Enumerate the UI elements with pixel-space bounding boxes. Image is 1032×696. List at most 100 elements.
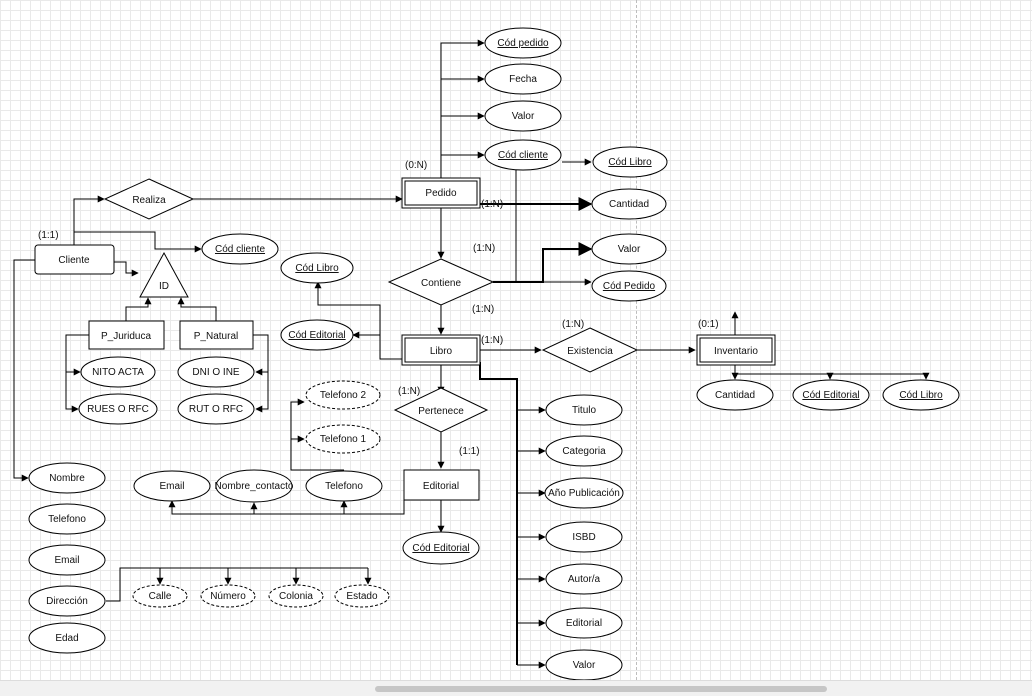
attr-pedido-cod-libro[interactable]: Cód Libro <box>592 146 668 178</box>
attr-rut-rfc[interactable]: RUT O RFC <box>177 393 255 425</box>
attr-cliente-email[interactable]: Email <box>28 544 106 576</box>
attr-cliente-nombre[interactable]: Nombre <box>28 462 106 494</box>
attr-editorial-cod-editorial[interactable]: Cód Editorial <box>402 531 480 565</box>
attr-colonia-label: Colonia <box>279 591 313 602</box>
attr-cliente-nombre-label: Nombre <box>49 473 85 484</box>
attr-libro-editorial-label: Editorial <box>566 618 602 629</box>
cardinalities: (1:1) (0:N) (1:N) (1:N) (1:N) (1:N) (1:N… <box>38 160 719 457</box>
attr-editorial-telefono[interactable]: Telefono <box>305 470 383 502</box>
edge-direccion-components <box>106 567 368 602</box>
entity-p-juridica[interactable]: P_Juriduca <box>88 320 165 350</box>
attr-libro-editorial[interactable]: Editorial <box>545 607 623 639</box>
attributes: Cód pedido Fecha Valor Cód cliente Cód L… <box>28 27 960 680</box>
relationship-contiene[interactable]: Contiene <box>387 258 495 306</box>
attr-libro-titulo[interactable]: Titulo <box>545 394 623 426</box>
card-pertenece-left: (1:N) <box>398 386 420 397</box>
attr-cliente-cod-cliente[interactable]: Cód cliente <box>201 233 279 265</box>
relationship-realiza-label: Realiza <box>132 195 166 206</box>
edge-editorial-contacts <box>168 500 405 515</box>
attr-estado-label: Estado <box>346 591 378 602</box>
scrollbar-thumb[interactable] <box>375 686 827 692</box>
attr-telefono-1[interactable]: Telefono 1 <box>305 424 381 454</box>
attr-libro-isbd-label: ISBD <box>572 532 595 543</box>
edge-cliente-nombre <box>13 259 35 482</box>
attr-telefono-2[interactable]: Telefono 2 <box>305 380 381 410</box>
attr-libro-autor[interactable]: Autor/a <box>545 563 623 595</box>
attr-pedido-cantidad[interactable]: Cantidad <box>591 188 667 220</box>
attr-cliente-cod-cliente-label: Cód cliente <box>215 244 265 255</box>
attr-cliente-telefono[interactable]: Telefono <box>28 503 106 535</box>
card-contiene-top: (1:N) <box>473 243 495 254</box>
attr-pedido-fecha[interactable]: Fecha <box>484 63 562 95</box>
attr-pedido-valor-label: Valor <box>512 111 535 122</box>
entity-cliente[interactable]: Cliente <box>34 244 115 275</box>
attr-numero[interactable]: Número <box>200 584 256 608</box>
attr-dni-ine[interactable]: DNI O INE <box>177 356 255 388</box>
card-pedido-side: (1:N) <box>481 199 503 210</box>
relationship-pertenece[interactable]: Pertenece <box>393 387 489 433</box>
entity-p-natural-label: P_Natural <box>194 331 238 342</box>
attr-rues-rfc[interactable]: RUES O RFC <box>78 393 158 425</box>
edge-libro-cod-libro <box>314 281 402 360</box>
entity-editorial-label: Editorial <box>423 481 459 492</box>
attr-contiene-valor[interactable]: Valor <box>591 233 667 265</box>
attr-pedido-cod-libro-label: Cód Libro <box>608 157 652 168</box>
attr-inv-cod-editorial[interactable]: Cód Editorial <box>792 379 870 411</box>
attr-cliente-email-label: Email <box>54 555 79 566</box>
attr-editorial-telefono-label: Telefono <box>325 481 363 492</box>
attr-cliente-direccion[interactable]: Dirección <box>28 585 106 617</box>
attr-telefono-1-label: Telefono 1 <box>320 434 367 445</box>
attr-dni-ine-label: DNI O INE <box>192 367 240 378</box>
er-diagram[interactable]: Cliente Pedido Libro Editorial Inventari… <box>0 0 1032 680</box>
attr-inv-cod-libro-label: Cód Libro <box>899 390 943 401</box>
entity-inventario[interactable]: Inventario <box>696 334 776 366</box>
attr-cliente-edad[interactable]: Edad <box>28 622 106 654</box>
attr-estado[interactable]: Estado <box>334 584 390 608</box>
attr-pedido-cod-pedido[interactable]: Cód pedido <box>484 27 562 59</box>
attr-pedido-cantidad-label: Cantidad <box>609 199 649 210</box>
attr-libro-categoria[interactable]: Categoria <box>545 435 623 467</box>
horizontal-scrollbar[interactable] <box>0 680 1032 696</box>
attr-contiene-cod-pedido[interactable]: Cód Pedido <box>591 270 667 302</box>
attr-calle-label: Calle <box>149 591 172 602</box>
entity-editorial[interactable]: Editorial <box>403 469 480 501</box>
specialization-id[interactable]: ID <box>139 251 189 298</box>
entity-libro[interactable]: Libro <box>401 334 481 366</box>
attr-pedido-cod-cliente-label: Cód cliente <box>498 150 548 161</box>
entity-libro-label: Libro <box>430 346 453 357</box>
attr-libro-valor[interactable]: Valor <box>545 649 623 680</box>
attr-libro-cod-editorial[interactable]: Cód Editorial <box>280 319 354 351</box>
attr-colonia[interactable]: Colonia <box>268 584 324 608</box>
relationship-existencia[interactable]: Existencia <box>541 327 639 373</box>
attr-inv-cantidad[interactable]: Cantidad <box>696 379 774 411</box>
attr-rut-rfc-label: RUT O RFC <box>189 404 243 415</box>
card-pedido-top: (0:N) <box>405 160 427 171</box>
relationship-pertenece-label: Pertenece <box>418 406 464 417</box>
attr-cliente-edad-label: Edad <box>55 633 78 644</box>
entity-pedido-label: Pedido <box>425 188 457 199</box>
entity-p-natural[interactable]: P_Natural <box>179 320 254 350</box>
edge-cliente-cod-cliente <box>74 231 202 253</box>
attr-libro-autor-label: Autor/a <box>568 574 601 585</box>
edge-telefono-phones <box>290 398 344 471</box>
card-existencia: (1:N) <box>562 319 584 330</box>
edge-cliente-id <box>114 261 139 277</box>
attr-nito-acta[interactable]: NITO ACTA <box>80 356 156 388</box>
edge-contiene-valor <box>493 242 593 283</box>
entity-pedido[interactable]: Pedido <box>401 177 481 209</box>
attr-pedido-fecha-label: Fecha <box>509 74 537 85</box>
attr-editorial-email-label: Email <box>159 481 184 492</box>
attr-libro-cod-libro[interactable]: Cód Libro <box>280 252 354 284</box>
attr-editorial-nombre-contacto[interactable]: Nombre_contacto <box>215 469 294 503</box>
attr-libro-cod-libro-label: Cód Libro <box>295 263 339 274</box>
attr-pedido-cod-cliente[interactable]: Cód cliente <box>484 139 562 171</box>
attr-pedido-valor[interactable]: Valor <box>484 100 562 132</box>
attr-editorial-email[interactable]: Email <box>133 470 211 502</box>
edge-pedido-cod-pedido <box>440 39 485 178</box>
relationship-realiza[interactable]: Realiza <box>103 178 195 220</box>
attr-inv-cod-libro[interactable]: Cód Libro <box>882 379 960 411</box>
page-break-line <box>636 0 637 680</box>
attr-calle[interactable]: Calle <box>132 584 188 608</box>
attr-libro-isbd[interactable]: ISBD <box>545 521 623 553</box>
attr-libro-anio[interactable]: Año Publicación <box>544 477 624 509</box>
